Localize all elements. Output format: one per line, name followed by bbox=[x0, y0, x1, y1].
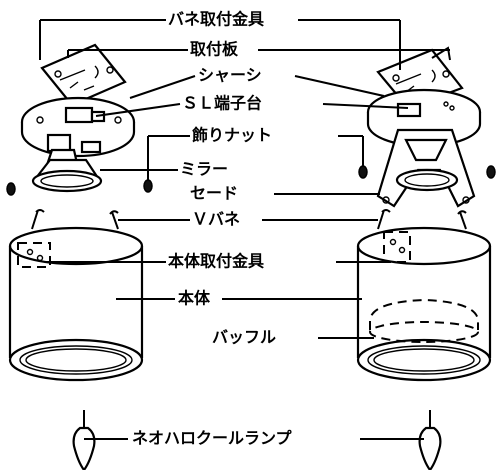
left-body-bracket bbox=[17, 242, 51, 268]
leader-lines bbox=[39, 19, 450, 440]
left-decor-nut-2 bbox=[143, 179, 153, 193]
right-decor-nut-1 bbox=[358, 165, 368, 179]
label-mount-plate: 取付板 bbox=[190, 40, 239, 59]
label-body-bracket: 本体取付金具 bbox=[168, 252, 264, 271]
right-baffle bbox=[369, 298, 479, 343]
left-body bbox=[8, 226, 144, 382]
label-terminal-block: ＳＬ端子台 bbox=[182, 94, 262, 113]
left-decor-nut-1 bbox=[6, 182, 16, 196]
label-spring-bracket: バネ取付金具 bbox=[168, 10, 264, 29]
right-v-spring bbox=[377, 209, 467, 230]
right-assembly bbox=[356, 46, 496, 382]
left-mirror bbox=[31, 158, 103, 193]
label-lamp: ネオハロクールランプ bbox=[132, 429, 293, 448]
label-body: 本体 bbox=[178, 289, 211, 308]
right-body bbox=[356, 226, 492, 382]
left-assembly bbox=[6, 43, 153, 382]
label-chassis: シャーシ bbox=[198, 66, 262, 85]
label-mirror: ミラー bbox=[180, 160, 228, 179]
label-baffle: バッフル bbox=[212, 328, 276, 347]
label-v-spring: Ｖバネ bbox=[192, 210, 240, 229]
right-decor-nut-2 bbox=[486, 165, 496, 179]
right-body-bracket bbox=[383, 231, 411, 263]
label-decor-nut: 飾りナット bbox=[192, 126, 272, 145]
left-chassis bbox=[20, 96, 136, 158]
left-v-spring bbox=[31, 209, 119, 230]
label-shade: セード bbox=[190, 184, 238, 203]
right-shade bbox=[376, 128, 476, 208]
left-mount-plate bbox=[40, 43, 127, 107]
